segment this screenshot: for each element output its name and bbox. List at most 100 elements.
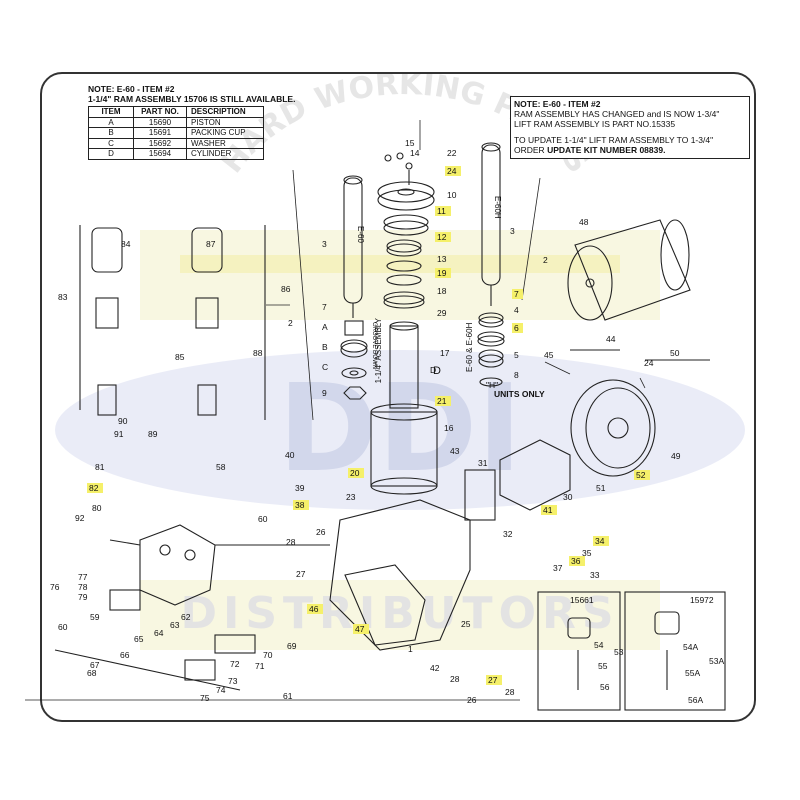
callout-c: C [322, 362, 328, 372]
callout-label: 53A [709, 656, 724, 666]
callout-79: 79 [78, 592, 88, 602]
callout-label: 14 [410, 148, 420, 158]
callout-label: 41 [543, 505, 553, 515]
callout-highlight [293, 500, 309, 510]
callout-d: D [430, 365, 436, 375]
callout-35: 35 [582, 548, 592, 558]
callout-label: 73 [228, 676, 238, 686]
callout-label: 92 [75, 513, 85, 523]
callout-91: 91 [114, 429, 124, 439]
callout-label: 61 [283, 691, 293, 701]
callout-label: 66 [120, 650, 130, 660]
callout-highlight [435, 232, 451, 242]
note-left: NOTE: E-60 - ITEM #2 1-1/4" RAM ASSEMBLY… [88, 84, 295, 104]
callout-highlight [307, 604, 323, 614]
note-right-line2: RAM ASSEMBLY HAS CHANGED and IS NOW 1-3/… [514, 109, 720, 119]
callout-60: 60 [58, 622, 68, 632]
callout-highlight [593, 536, 609, 546]
callout-label: 31 [478, 458, 488, 468]
callout-label: 43 [450, 446, 460, 456]
callout-67: 67 [90, 660, 100, 670]
callout-76: 76 [50, 582, 60, 592]
callout-label: 56 [600, 682, 610, 692]
valve-top [384, 152, 413, 185]
callout-33: 33 [590, 570, 600, 580]
callout-label: 45 [544, 350, 554, 360]
callout-label: B [322, 342, 328, 352]
callout-18: 18 [437, 286, 447, 296]
callout-label: 84 [121, 239, 131, 249]
callout-label: 69 [287, 641, 297, 651]
callout-label: 79 [78, 592, 88, 602]
callout-label: 33 [590, 570, 600, 580]
callout-39: 39 [295, 483, 305, 493]
callout-49: 49 [671, 451, 681, 461]
callout-label: 25 [461, 619, 471, 629]
right-ram [477, 142, 505, 387]
callout-15: 15 [405, 138, 415, 148]
callout-highlight [348, 468, 364, 478]
callout-label: 40 [285, 450, 295, 460]
callout-label: 26 [316, 527, 326, 537]
callout-24: 24 [644, 358, 654, 368]
callout-label: 24 [447, 166, 457, 176]
callout-28: 28 [505, 687, 515, 697]
callout-53: 53 [614, 647, 624, 657]
callout-label: 53 [614, 647, 624, 657]
callout-66: 66 [120, 650, 130, 660]
callout-7: 7 [322, 302, 327, 312]
callout-3: 3 [322, 239, 327, 249]
callout-label: 3 [322, 239, 327, 249]
callout-label: 88 [253, 348, 263, 358]
callout-73: 73 [228, 676, 238, 686]
callout-label: 78 [78, 582, 88, 592]
callout-label: 2 [543, 255, 548, 265]
callout-30: 30 [563, 492, 573, 502]
callout-label: 18 [437, 286, 447, 296]
callout-highlight [569, 556, 585, 566]
callout-43: 43 [450, 446, 460, 456]
groove-text: GROOVE DOWN [371, 322, 377, 369]
callout-65: 65 [134, 634, 144, 644]
callout-58: 58 [216, 462, 226, 472]
callout-label: 70 [263, 650, 273, 660]
callout-32: 32 [503, 529, 513, 539]
lower-fittings [54, 589, 256, 691]
callout-label: 4 [514, 305, 519, 315]
callout-label: 49 [671, 451, 681, 461]
callout-label: 77 [78, 572, 88, 582]
callout-81: 81 [95, 462, 105, 472]
pump [464, 439, 571, 521]
callout-label: 65 [134, 634, 144, 644]
callout-label: 91 [114, 429, 124, 439]
callout-label: 20 [350, 468, 360, 478]
callout-54a: 54A [683, 642, 698, 652]
callout-label: 86 [281, 284, 291, 294]
callout-85: 85 [175, 352, 185, 362]
callout-26: 26 [467, 695, 477, 705]
callout-label: 74 [216, 685, 226, 695]
cylinder-stack [370, 181, 438, 495]
callout-55: 55 [598, 661, 608, 671]
callout-27: 27 [296, 569, 306, 579]
callout-label: 58 [216, 462, 226, 472]
note-right-line3: LIFT RAM ASSEMBLY IS PART NO.15335 [514, 119, 676, 129]
callout-83: 83 [58, 292, 68, 302]
callout-label: 7 [514, 289, 519, 299]
callout-label: 7 [322, 302, 327, 312]
callout-50: 50 [670, 348, 680, 358]
callout-label: 62 [181, 612, 191, 622]
note-right-line1: NOTE: E-60 - ITEM #2 [514, 99, 601, 109]
callout-label: 75 [200, 693, 210, 703]
callout-19: 19 [435, 268, 451, 278]
kit-boxes [537, 591, 726, 711]
callout-label: 82 [89, 483, 99, 493]
callout-label: 60 [258, 514, 268, 524]
base-housing [329, 499, 471, 651]
callout-29: 29 [437, 308, 447, 318]
